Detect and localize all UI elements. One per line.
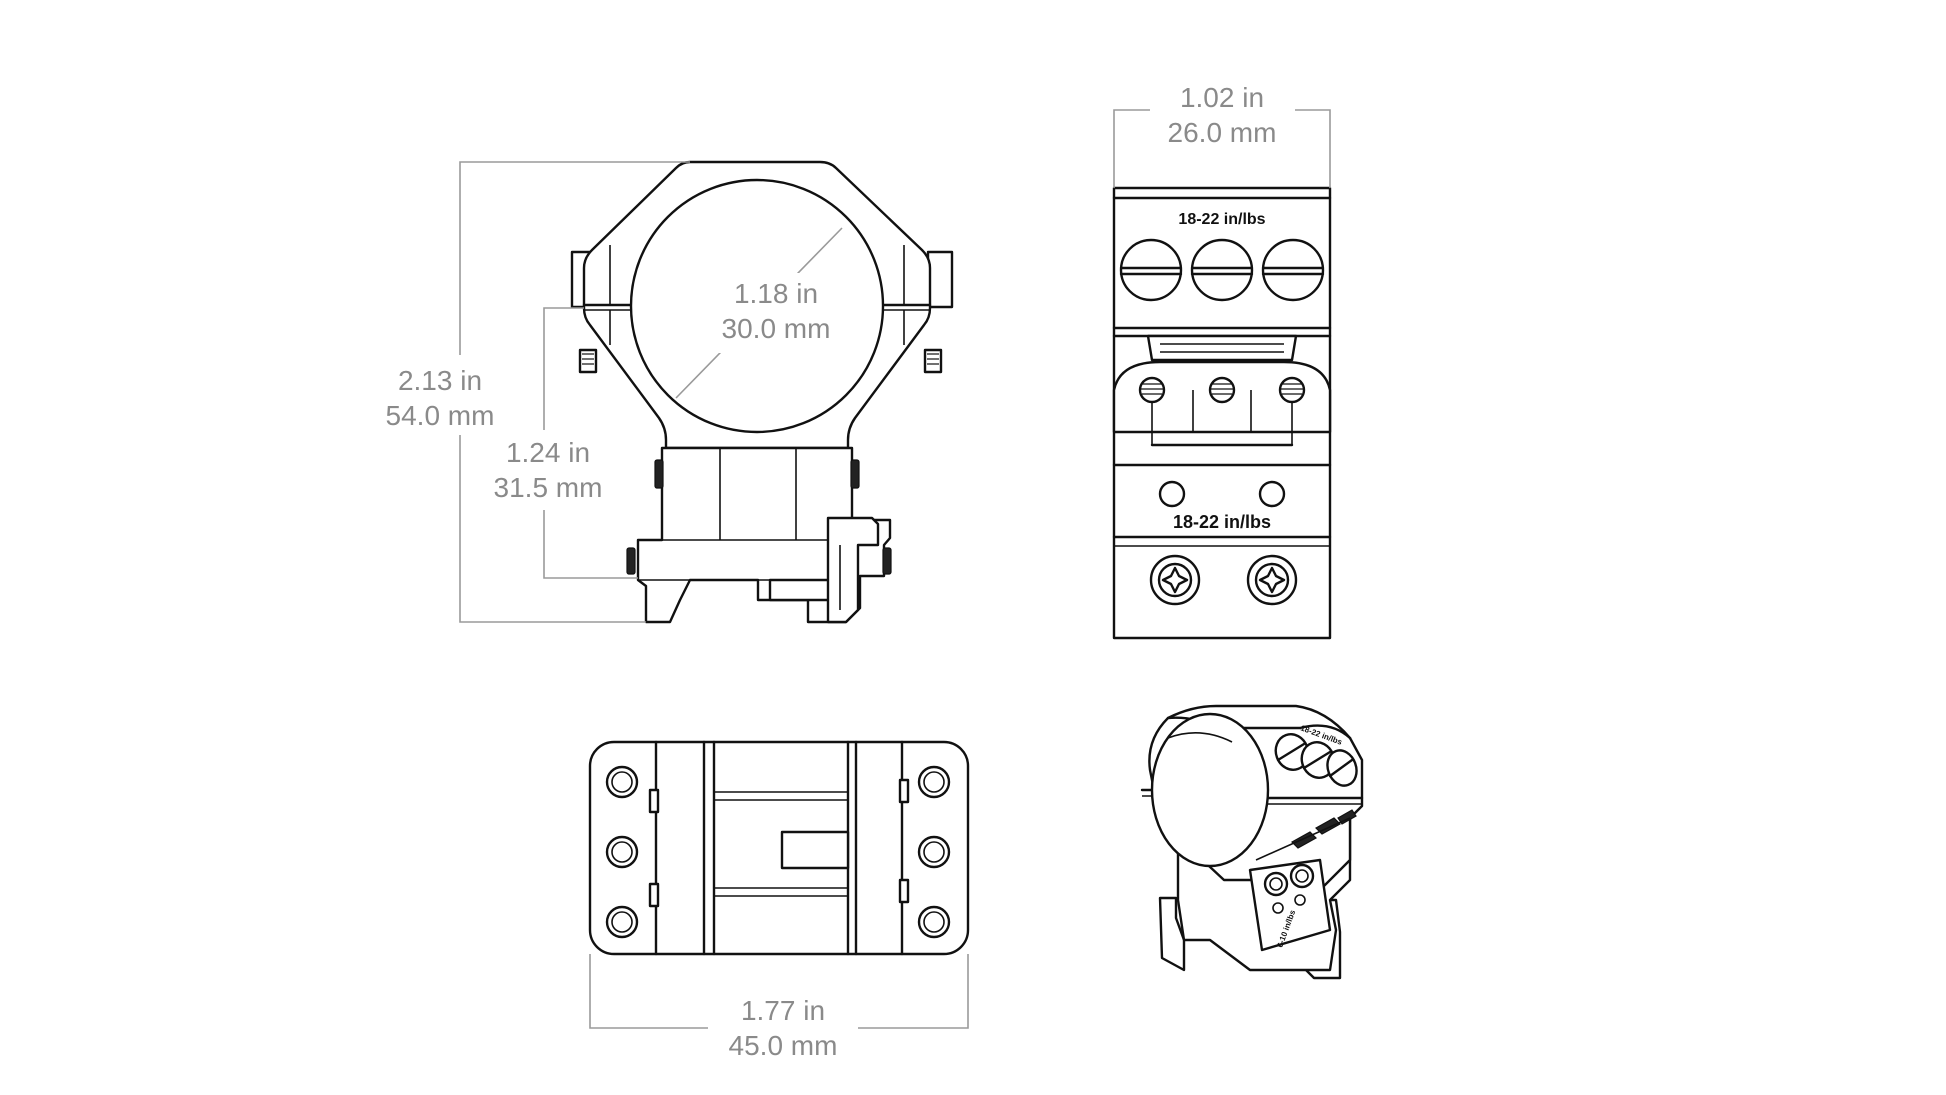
overall-height-in: 2.13 in	[398, 365, 482, 396]
bore-diameter-in: 1.18 in	[734, 278, 818, 309]
cross-bolt-right	[850, 459, 860, 489]
front-view	[570, 160, 954, 624]
top-view	[588, 740, 970, 956]
top-body	[588, 740, 970, 956]
cross-bolt-left	[654, 459, 664, 489]
side-dimensions: 1.02 in 26.0 mm	[1113, 74, 1331, 188]
front-dimensions: 2.13 in 54.0 mm 1.24 in 31.5 mm 1.18 in …	[372, 161, 843, 623]
iso-cap-screws	[1274, 733, 1358, 787]
right-cap-screw	[926, 250, 954, 309]
cap-torque-label: 18-22 in/lbs	[1178, 211, 1265, 228]
ring-width-mm: 26.0 mm	[1168, 117, 1277, 148]
isometric-view: 18-22 in/lbs 6-10 in/lbs	[1140, 704, 1364, 980]
base-hole-left	[1158, 480, 1186, 508]
cap-screw-3	[1261, 238, 1325, 302]
split-gap	[1146, 334, 1298, 362]
overall-height-mm: 54.0 mm	[386, 400, 495, 431]
base-torque-label: 18-22 in/lbs	[1173, 512, 1271, 532]
side-view: 18-22 in/lbs	[1112, 186, 1332, 640]
top-dimensions: 1.77 in 45.0 mm	[589, 954, 969, 1070]
bore-diameter-mm: 30.0 mm	[722, 313, 831, 344]
cap-screw-1	[1119, 238, 1183, 302]
lower-screws	[1138, 376, 1306, 404]
top-screws	[605, 765, 951, 939]
cap-screw-2	[1190, 238, 1254, 302]
cap-screws	[1119, 238, 1325, 302]
center-height-mm: 31.5 mm	[494, 472, 603, 503]
top-lug	[780, 830, 850, 870]
iso-bore	[1150, 712, 1270, 868]
cross-bolts	[1149, 554, 1298, 606]
base-length-in: 1.77 in	[741, 995, 825, 1026]
right-lower-screw	[923, 348, 943, 374]
base-length-mm: 45.0 mm	[729, 1030, 838, 1061]
center-height-in: 1.24 in	[506, 437, 590, 468]
left-lower-screw	[578, 348, 598, 374]
base-hole-right	[1258, 480, 1286, 508]
ring-width-in: 1.02 in	[1180, 82, 1264, 113]
